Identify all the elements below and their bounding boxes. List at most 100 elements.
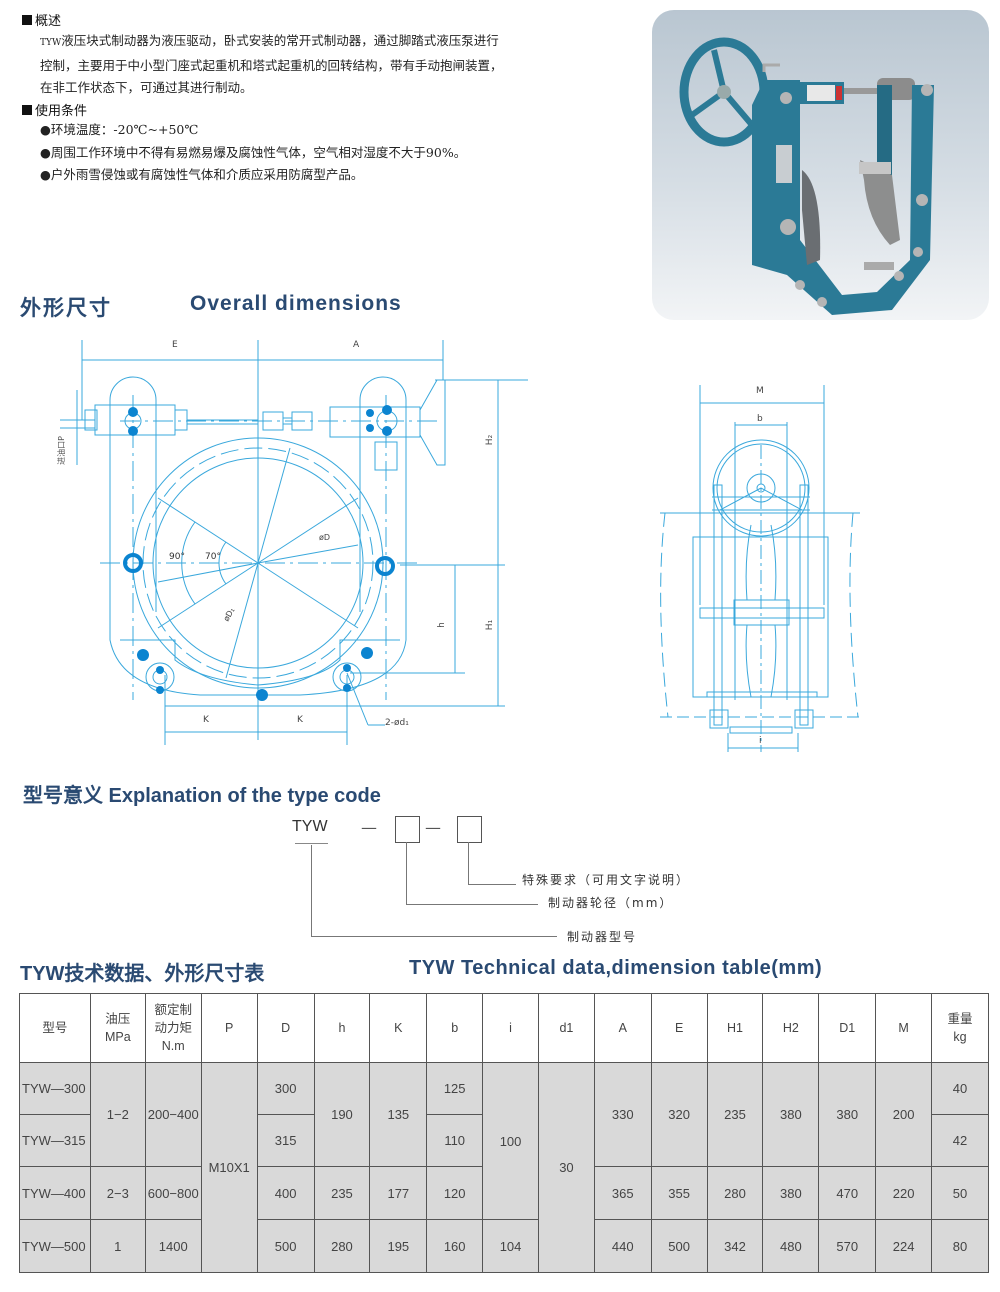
- cell-d: 500: [256, 1219, 315, 1273]
- overview-line-1: 液压块式制动器为液压驱动，卧式安装的常开式制动器，通过脚踏式液压泵进行: [61, 33, 499, 48]
- leader-special-vertical: [468, 842, 469, 884]
- header-d1-upper: D1: [818, 993, 877, 1063]
- conditions-heading: 使用条件: [22, 100, 87, 119]
- conditions-list: ●环境温度：-20℃~+50℃ ●周围工作环境中不得有易燃易爆及腐蚀性气体，空气…: [40, 119, 600, 187]
- cell-h2: 380: [762, 1062, 820, 1167]
- cell-h2: 380: [762, 1166, 820, 1220]
- header-text: N.m: [161, 1039, 185, 1053]
- front-view-drawing: E A H₂ H₁ h K K øD øD₁ 90° 70° 2-ød₁ 进油口…: [55, 335, 535, 750]
- dimensions-title-en: Overall dimensions: [190, 292, 402, 315]
- header-text: 动力矩: [154, 1021, 192, 1035]
- overview-heading: 概述: [22, 10, 61, 29]
- cell-p: M10X1: [200, 1062, 258, 1273]
- table-title-en: TYW Technical data,dimension table(mm): [409, 957, 823, 979]
- type-code-prefix: TYW: [292, 818, 328, 835]
- header-text: 油压: [105, 1012, 131, 1026]
- pin-markers: [123, 405, 395, 701]
- header-model: 型号: [19, 993, 91, 1063]
- dim-label-m: M: [756, 386, 764, 396]
- leader-diameter-horizontal: [406, 904, 538, 905]
- header-weight: 重量 kg: [931, 993, 989, 1063]
- cell-b: 120: [426, 1166, 484, 1220]
- dim-label-k-right: K: [297, 715, 303, 725]
- header-d: D: [256, 993, 315, 1063]
- dim-label-h1: H₁: [485, 619, 496, 631]
- condition-item: ●户外雨雪侵蚀或有腐蚀性气体和介质应采用防腐型产品。: [40, 167, 364, 182]
- cell-pressure: 1−2: [89, 1062, 146, 1167]
- cell-i: 104: [482, 1219, 539, 1273]
- table-title-cn: TYW技术数据、外形尺寸表: [20, 963, 265, 985]
- type-code-title: 型号意义 Explanation of the type code: [23, 785, 381, 807]
- header-text: 重量: [947, 1012, 973, 1026]
- type-label-special: 特殊要求（可用文字说明）: [522, 873, 691, 887]
- cell-d1-upper: 470: [818, 1166, 877, 1220]
- header-m: M: [875, 993, 933, 1063]
- brake-illustration-icon: [679, 37, 934, 315]
- overview-prefix: TYW: [40, 38, 62, 48]
- header-h2: H2: [762, 993, 820, 1063]
- header-pressure: 油压 MPa: [89, 993, 146, 1063]
- header-h: h: [313, 993, 371, 1063]
- cell-torque: 1400: [144, 1219, 202, 1273]
- type-box-diameter: [395, 816, 420, 843]
- header-d1: d1: [538, 993, 595, 1063]
- header-p: P: [200, 993, 258, 1063]
- cell-e: 355: [650, 1166, 708, 1220]
- cell-k: 195: [369, 1219, 428, 1273]
- overview-line-3: 在非工作状态下，可通过其进行制动。: [40, 80, 253, 95]
- header-a: A: [593, 993, 652, 1063]
- cell-d: 400: [256, 1166, 315, 1220]
- type-dash-1: —: [361, 818, 377, 837]
- type-box-special: [457, 816, 482, 843]
- cell-i: 100: [482, 1062, 539, 1220]
- header-text: kg: [953, 1030, 967, 1044]
- cell-m: 200: [875, 1062, 933, 1167]
- dim-label-h2: H₂: [485, 434, 496, 446]
- square-bullet-icon: [22, 104, 32, 115]
- header-b: b: [426, 993, 484, 1063]
- oil-inlet-label: 进油口P: [56, 436, 66, 465]
- header-e: E: [650, 993, 708, 1063]
- cell-e: 500: [650, 1219, 708, 1273]
- condition-item: ●周围工作环境中不得有易燃易爆及腐蚀性气体，空气相对湿度不大于90%。: [40, 144, 467, 160]
- angle-label-90: 90°: [169, 552, 185, 562]
- cell-h: 190: [313, 1062, 371, 1167]
- overview-heading-text: 概述: [35, 14, 62, 29]
- cell-d1: 30: [538, 1062, 595, 1273]
- overview-paragraph: TYW液压块式制动器为液压驱动，卧式安装的常开式制动器，通过脚踏式液压泵进行 控…: [40, 30, 600, 100]
- cell-pressure: 1: [89, 1219, 146, 1273]
- dim-label-a: A: [353, 340, 360, 350]
- cell-a: 440: [593, 1219, 652, 1273]
- type-label-diameter: 制动器轮径（mm）: [548, 896, 674, 910]
- dim-label-i: i: [759, 736, 762, 746]
- leader-model-vertical: [311, 845, 312, 936]
- header-text: MPa: [104, 1030, 131, 1044]
- dim-label-k-left: K: [203, 715, 209, 725]
- cell-a: 330: [593, 1062, 652, 1167]
- side-view-drawing: M b i: [650, 380, 870, 760]
- dim-label-e: E: [172, 340, 178, 350]
- dimensions-title-cn: 外形尺寸: [20, 297, 112, 320]
- cell-model: TYW—500: [19, 1219, 91, 1273]
- angle-label-70: 70°: [205, 552, 221, 562]
- cell-k: 135: [369, 1062, 428, 1167]
- cell-weight: 80: [931, 1219, 989, 1273]
- cell-a: 365: [593, 1166, 652, 1220]
- table-row: TYW—400 2−3 600−800 400 235 177 120 365 …: [19, 1166, 989, 1220]
- table-row: TYW—300 1−2 200−400 M10X1 300 190 135 12…: [19, 1062, 989, 1273]
- cell-d1-upper: 570: [818, 1219, 877, 1273]
- cell-d: 315: [256, 1114, 315, 1167]
- cell-b: 110: [426, 1114, 484, 1167]
- cell-h: 280: [313, 1219, 371, 1273]
- header-k: K: [369, 993, 428, 1063]
- cell-h1: 280: [706, 1166, 764, 1220]
- cell-model: TYW—315: [19, 1114, 91, 1167]
- cell-h1: 342: [706, 1219, 764, 1273]
- leader-model-horizontal: [311, 936, 557, 937]
- cell-b: 160: [426, 1219, 484, 1273]
- type-dash-2: —: [425, 818, 441, 837]
- table-row: TYW—315 315 110 42: [19, 1114, 989, 1167]
